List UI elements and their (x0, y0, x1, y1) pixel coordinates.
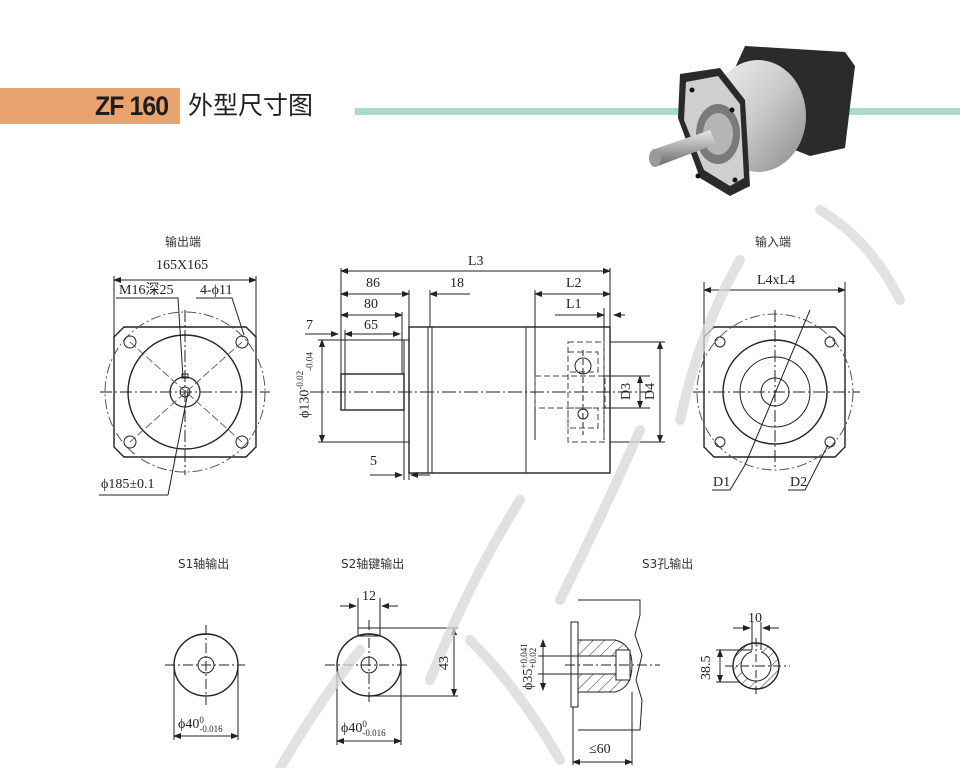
input-end-label: 输入端 (755, 235, 792, 249)
side-view (305, 268, 665, 480)
header-accent-band (0, 88, 180, 124)
holes-dim: 4-ϕ11 (200, 283, 233, 298)
output-end-view (99, 276, 270, 496)
d18-dim: 18 (450, 276, 464, 291)
s3-depth-dim: ≤60 (589, 742, 611, 757)
thread-dim: M16深25 (119, 283, 174, 298)
d7-dim: 7 (306, 318, 313, 333)
s2-label: S2轴键输出 (341, 557, 405, 571)
d80-dim: 80 (364, 297, 378, 312)
s3-section-view (538, 599, 790, 765)
d86-dim: 86 (366, 276, 380, 291)
pcd-dim: ϕ185±0.1 (101, 477, 155, 492)
d4-dim: D4 (643, 382, 658, 400)
s1-view (165, 625, 245, 740)
d2-dim: D2 (790, 475, 808, 490)
output-end-label: 输出端 (165, 235, 202, 249)
pilot-dim: ϕ130-0.02-0.04 (295, 352, 315, 418)
d1-dim: D1 (713, 475, 731, 490)
s3-key-dim: 10 (748, 611, 762, 626)
header-divider-line (355, 108, 960, 115)
gearbox-product-photo (649, 46, 855, 196)
s3-bore-dim: ϕ35+0.041+0.02 (519, 643, 538, 690)
flange-size-dim: 165X165 (156, 258, 209, 273)
s2-height-dim: 43 (437, 656, 452, 670)
l1-dim: L1 (566, 297, 582, 312)
s2-key-dim: 12 (362, 589, 376, 604)
d65-dim: 65 (364, 318, 378, 333)
model-name: ZF 160 (95, 91, 169, 121)
s1-label: S1轴输出 (178, 557, 230, 571)
page-title: 外型尺寸图 (188, 91, 314, 120)
input-end-view (693, 282, 860, 491)
l3-dim: L3 (468, 254, 484, 269)
s3-label: S3孔输出 (642, 557, 694, 571)
d3-dim: D3 (619, 382, 634, 400)
d5-dim: 5 (370, 454, 377, 469)
s3-height-dim: 38.5 (699, 655, 714, 681)
l2-dim: L2 (566, 276, 582, 291)
l4-dim: L4xL4 (757, 273, 796, 288)
